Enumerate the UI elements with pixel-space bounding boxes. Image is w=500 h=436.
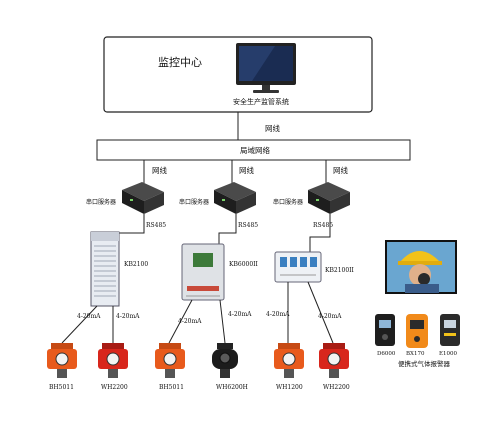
branch-2: 网线 串口服务器 RS485 KB6000II 4-20mA 4-20mA BH… <box>155 160 259 391</box>
wall-controller-icon <box>274 251 322 283</box>
sensor-line-left <box>168 299 193 344</box>
current-label-left: 4-20mA <box>266 311 290 318</box>
portable-model-label: E1000 <box>439 351 458 357</box>
desktop-monitor-icon <box>236 43 296 93</box>
portable-model-label: D6000 <box>377 351 396 357</box>
controller-label: KB2100 <box>124 261 148 268</box>
current-label-right: 4-20mA <box>116 313 140 320</box>
controller-cabinet-icon <box>90 231 120 307</box>
portable-detector-icon <box>375 314 395 346</box>
serial-server-label: 串口服务器 <box>86 198 116 206</box>
branch-1: 网线 串口服务器 RS485 KB2100 4-20mA 4-20 <box>47 160 167 391</box>
controller-label: KB2100II <box>325 267 355 274</box>
rs485-label: RS485 <box>146 222 166 229</box>
gas-detector-icon <box>155 343 185 378</box>
portable-detector-icon <box>440 314 460 346</box>
sensor-model-label: WH2200 <box>323 384 350 391</box>
sensor-line-left <box>61 305 98 344</box>
gas-detector-icon <box>98 343 128 378</box>
serial-server-label: 串口服务器 <box>273 198 303 206</box>
lan-label: 局域网络 <box>240 145 270 155</box>
branch-line-label: 网线 <box>333 165 348 175</box>
branch-3: 网线 串口服务器 RS485 KB2100II 4-20mA 4-20mA <box>266 160 355 391</box>
portable-model-label: BX170 <box>406 351 425 357</box>
sensor-model-label: BH5011 <box>49 384 74 391</box>
serial-server-icon <box>214 182 256 214</box>
worker-picture <box>385 240 457 294</box>
sensor-line-right <box>219 299 226 344</box>
monitor-center-title: 监控中心 <box>158 55 202 69</box>
gas-detector-icon <box>319 343 349 378</box>
serial-server-icon <box>122 182 164 214</box>
portable-caption: 便携式气体报警器 <box>398 359 451 368</box>
rs485-line <box>309 214 331 252</box>
rs485-label: RS485 <box>238 222 258 229</box>
current-label-left: 4-20mA <box>178 318 202 325</box>
sensor-model-label: BH5011 <box>159 384 184 391</box>
branch-line-label: 网线 <box>152 165 167 175</box>
monitor-system-label: 安全生产监管系统 <box>233 97 289 106</box>
branch-line-label: 网线 <box>239 165 254 175</box>
gas-detector-icon <box>47 343 77 378</box>
sensor-model-label: WH6200H <box>216 384 248 391</box>
serial-server-label: 串口服务器 <box>179 198 209 206</box>
gas-detector-icon <box>212 343 238 378</box>
control-panel-icon <box>181 243 225 301</box>
portable-detector-icon <box>406 314 428 348</box>
trunk-line-label: 网线 <box>265 123 280 133</box>
sensor-model-label: WH1200 <box>276 384 303 391</box>
current-label-right: 4-20mA <box>318 313 342 320</box>
lan-box <box>96 139 411 161</box>
monitor-center: 监控中心 安全生产监管系统 <box>103 36 373 113</box>
rs485-line <box>218 214 237 244</box>
sensor-model-label: WH2200 <box>101 384 128 391</box>
serial-server-icon <box>308 182 350 214</box>
controller-label: KB6000II <box>229 261 259 268</box>
current-label-right: 4-20mA <box>228 311 252 318</box>
gas-detector-icon <box>274 343 304 378</box>
rs485-line <box>113 214 145 234</box>
sensor-line-right <box>307 281 334 344</box>
current-label-left: 4-20mA <box>77 313 101 320</box>
rs485-label: RS485 <box>313 222 333 229</box>
